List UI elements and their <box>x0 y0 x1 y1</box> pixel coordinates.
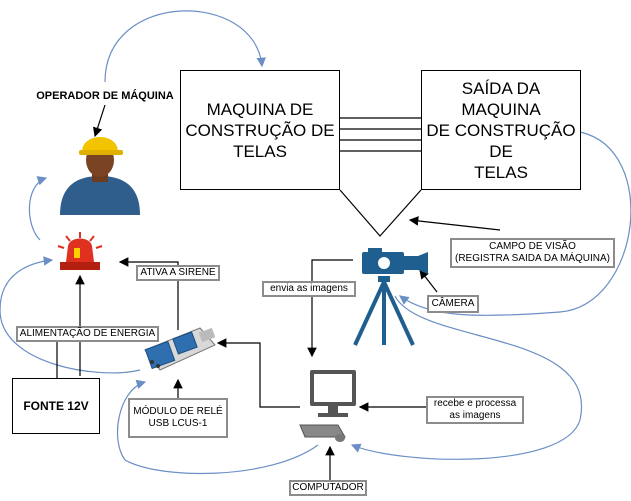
machine-label: MAQUINA DE CONSTRUÇÃO DE TELAS <box>185 99 335 161</box>
power-to-siren-curve <box>0 256 141 374</box>
camera-icon <box>353 248 428 346</box>
receives-label: recebe e processa as imagens <box>426 396 524 424</box>
computer-icon <box>299 370 356 442</box>
camera-label: CÂMERA <box>427 295 479 313</box>
relay-module-icon <box>144 327 216 371</box>
siren-icon <box>57 232 103 270</box>
operator-to-machine-curve <box>104 10 266 83</box>
camera-to-computer-curve <box>350 295 583 460</box>
machine-output-box: SAÍDA DA MAQUINA DE CONSTRUÇÃO DE TELAS <box>421 70 581 190</box>
siren-to-operator-curve <box>28 176 48 241</box>
computer-label: COMPUTADOR <box>289 480 367 496</box>
computer-to-relay-arrow <box>216 338 300 408</box>
computer-to-relay-curve <box>116 379 319 475</box>
operator-label: OPERADOR DE MÁQUINA <box>36 90 174 102</box>
camera-label-arrow <box>419 269 438 293</box>
power-label: ALIMENTAÇÃO DE ENERGIA <box>16 326 159 342</box>
source-label: FONTE 12V <box>23 399 89 413</box>
fov-arrow <box>408 216 501 231</box>
camera-to-computer-arrow <box>307 259 353 358</box>
machine-box: MAQUINA DE CONSTRUÇÃO DE TELAS <box>180 70 340 190</box>
relay-label: MÓDULO DE RELÉ USB LCUS-1 <box>128 398 228 438</box>
field-of-view-triangle <box>339 189 422 237</box>
relay-to-siren-line <box>118 257 179 330</box>
machine-output-label: SAÍDA DA MAQUINA DE CONSTRUÇÃO DE TELAS <box>426 78 576 182</box>
field-of-view-label: CAMPO DE VISÃO (REGISTRA SAIDA DA MÁQUIN… <box>450 238 615 268</box>
source-box: FONTE 12V <box>12 378 100 434</box>
operator-label-arrow <box>93 104 106 138</box>
sends-images-label: envia as imagens <box>262 281 356 297</box>
operator-icon <box>60 137 140 215</box>
siren-label: ATIVA A SIRENE <box>136 265 220 281</box>
